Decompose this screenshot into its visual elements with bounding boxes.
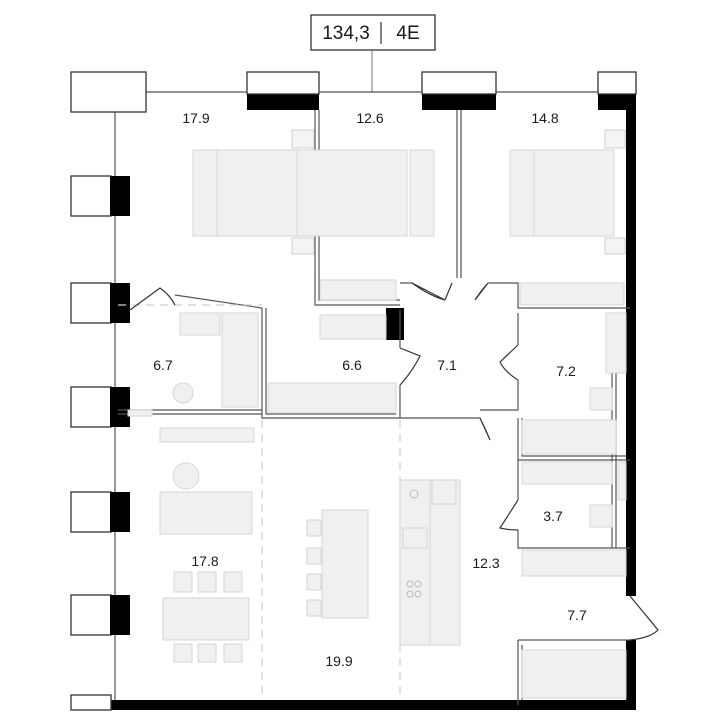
furniture	[127, 129, 627, 699]
room-label-wc: 3.7	[543, 508, 563, 524]
header-badge: 134,3 4E	[310, 14, 436, 92]
unit-code: 4E	[396, 23, 419, 44]
room-label-kitchen: 12.3	[472, 555, 499, 571]
top-windows	[70, 71, 637, 113]
room-label-dressing: 6.6	[342, 357, 362, 373]
left-windows	[70, 175, 130, 711]
room-label-bedroom-1: 17.9	[182, 110, 209, 126]
room-label-bathroom-1: 6.7	[153, 357, 173, 373]
room-labels: 17.9 12.6 14.8 6.7 6.6 7.1 7.2 17.8 19.9…	[153, 110, 587, 669]
room-label-entrance: 7.7	[567, 607, 587, 623]
room-label-living: 17.8	[191, 553, 218, 569]
interior-walls	[118, 110, 630, 705]
room-label-bedroom-3: 14.8	[531, 110, 558, 126]
room-label-bedroom-2: 12.6	[356, 110, 383, 126]
room-label-hallway: 7.1	[437, 357, 457, 373]
room-label-dining: 19.9	[325, 653, 352, 669]
room-label-bathroom-2: 7.2	[556, 363, 576, 379]
area-value: 134,3	[322, 23, 370, 44]
doors	[129, 282, 659, 641]
